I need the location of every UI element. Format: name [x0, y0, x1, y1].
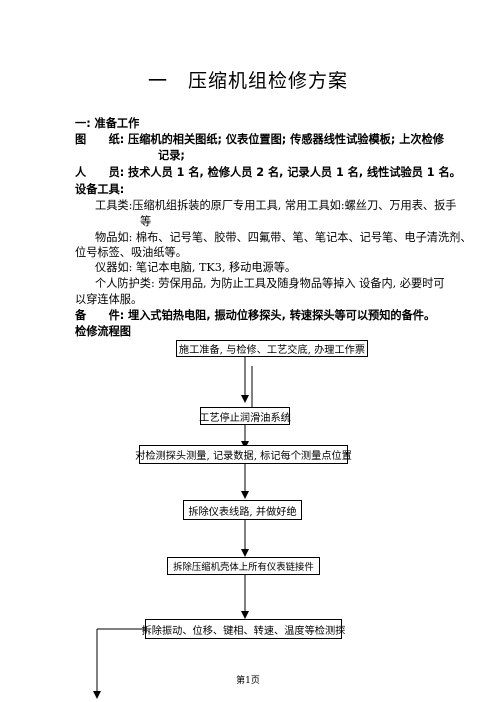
page-title: 一 压缩机组检修方案 — [147, 70, 348, 92]
tools-line-cont: 等 — [140, 215, 152, 228]
drawings-text: 压缩机的相关图纸; 仪表位置图; 传感器线性试验模板; 上次检修 — [128, 133, 444, 146]
instruments-line: 仪器如: 笔记本电脑, TK3, 移动电源等。 — [95, 261, 297, 274]
flow-step-4: 拆除仪表线路, 并做好绝 — [183, 500, 302, 520]
flow-step-2: 工艺停止润滑油系统 — [199, 407, 291, 425]
tools-heading: 设备工具: — [75, 183, 125, 196]
personnel-label: 人 员: — [75, 166, 125, 179]
flow-heading: 检修流程图 — [75, 325, 131, 338]
drawings-label: 图 纸: — [75, 133, 125, 146]
supplies-line: 物品如: 棉布、记号笔、胶带、四氟带、笔、笔记本、记号笔、电子清洗剂、 — [95, 231, 472, 244]
page-number: 第1页 — [236, 676, 260, 686]
flow-step-3: 对检测探头测量, 记录数据, 标记每个测量点位置 — [135, 445, 352, 464]
flow-step-6: 拆除振动、位移、键相、转速、温度等检测探 — [142, 619, 345, 639]
flow-step-5: 拆除压缩机壳体上所有仪表链接件 — [167, 557, 320, 575]
spares-label: 备 件: — [75, 309, 125, 322]
section-heading-preparation: 一: 准备工作 — [75, 117, 140, 130]
tools-line: 工具类:压缩机组拆装的原厂专用工具, 常用工具如:螺丝刀、万用表、扳手 — [95, 199, 457, 212]
personnel-text: 技术人员 1 名, 检修人员 2 名, 记录人员 1 名, 线性试验员 1 名。 — [128, 166, 461, 179]
flow-step-1: 施工准备, 与检修、工艺交底, 办理工作票 — [176, 340, 368, 357]
ppe-line-cont: 以穿连体服。 — [75, 293, 143, 306]
drawings-text-cont: 记录; — [158, 149, 185, 162]
ppe-line: 个人防护类: 劳保用品, 为防止工具及随身物品等掉入 设备内, 必要时可 — [95, 277, 445, 290]
spares-text: 埋入式铂热电阻, 振动位移探头, 转速探头等可以预知的备件。 — [128, 309, 436, 322]
supplies-line-cont: 位号标签、吸油纸等。 — [75, 246, 187, 259]
